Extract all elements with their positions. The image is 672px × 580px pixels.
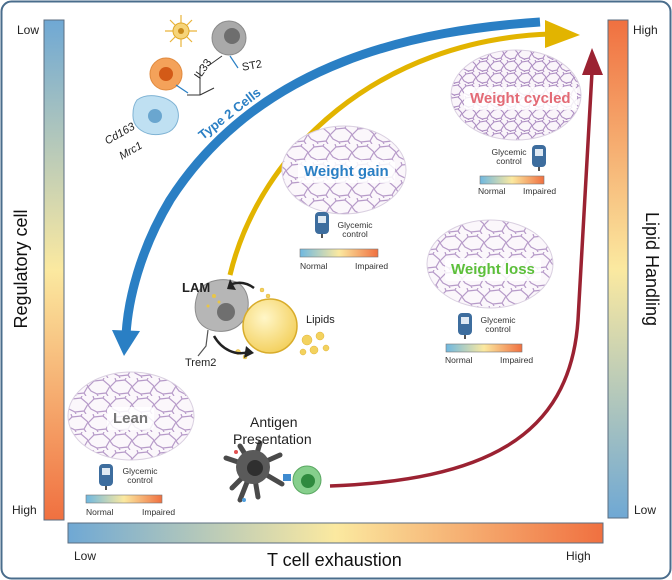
left-axis-title: Regulatory cell: [11, 209, 31, 329]
glycemic-scale-lean: [85, 494, 163, 504]
trem2-label: Trem2: [185, 357, 217, 369]
presentation-label: Presentation: [233, 431, 312, 447]
glycemic-control-label: Glycemic control: [332, 220, 378, 240]
glucometer-icon: [315, 212, 329, 238]
glycemic-impaired-label: Impaired: [523, 186, 557, 196]
lipid-handling-gradient-bar: [607, 19, 629, 519]
type2-arrowhead: [112, 330, 140, 356]
connector-lines: [175, 55, 239, 94]
t-cell-icon: [292, 465, 322, 495]
lam-macrophage-icon: [194, 279, 249, 332]
glucometer-icon: [99, 464, 113, 490]
uptake-arrowhead: [244, 346, 254, 358]
weight-gain-label: Weight gain: [298, 160, 395, 183]
glycemic-control-label: Glycemic control: [117, 466, 163, 486]
st2-cell-icon: [211, 20, 247, 56]
glycemic-line1: Glycemic: [337, 220, 373, 230]
lam-arrowhead: [545, 20, 580, 48]
glycemic-impaired-label: Impaired: [500, 355, 534, 365]
lipids-label: Lipids: [306, 314, 335, 326]
lipid-droplet-icon: [242, 298, 298, 354]
glycemic-normal-label: Normal: [86, 507, 114, 517]
bottom-axis-left-label: Low: [74, 549, 97, 563]
right-axis-top-label: High: [633, 23, 658, 37]
antigen-arrow: [329, 71, 594, 488]
left-axis-bottom-label: High: [12, 503, 37, 517]
glycemic-line2: control: [496, 156, 522, 167]
signaling-arrows: [187, 55, 223, 96]
glycemic-line1: Glycemic: [480, 315, 516, 325]
glycemic-scale-weight-gain: [299, 248, 379, 258]
glycemic-control-label: Glycemic control: [486, 147, 532, 167]
right-axis-title: Lipid Handling: [642, 211, 662, 327]
lean-label: Lean: [107, 407, 155, 430]
macrophage-icon: [132, 95, 179, 136]
antigen-label: Antigen: [250, 414, 298, 430]
weight-loss-label: Weight loss: [445, 258, 541, 281]
bottom-axis-right-label: High: [566, 549, 591, 563]
glycemic-normal-label: Normal: [300, 261, 328, 271]
glycemic-normal-label: Normal: [478, 186, 506, 196]
lam-label: LAM: [182, 280, 211, 295]
glycemic-impaired-label: Impaired: [142, 507, 176, 517]
regulatory-cell-gradient-bar: [43, 19, 65, 521]
glycemic-impaired-label: Impaired: [355, 261, 389, 271]
glucometer-icon: [458, 313, 472, 339]
left-axis-top-label: Low: [17, 23, 40, 37]
glycemic-line1: Glycemic: [491, 147, 527, 157]
uptake-arrowhead: [227, 279, 236, 290]
t-cell-exhaustion-gradient-bar: [67, 522, 604, 544]
glycemic-line2: control: [127, 475, 153, 486]
right-axis-bottom-label: Low: [634, 503, 657, 517]
glycemic-control-label: Glycemic control: [475, 315, 521, 335]
glycemic-scale-weight-cycled: [479, 175, 545, 185]
glycemic-line1: Glycemic: [122, 466, 158, 476]
glycemic-line2: control: [342, 229, 368, 240]
lipid-particles-icon: [235, 287, 330, 360]
dendritic-cell-icon: [223, 440, 285, 503]
glucometer-icon: [532, 145, 546, 171]
type2-arrow: [121, 17, 541, 336]
mhc-complex: [283, 474, 291, 481]
trem2-receptor: [197, 329, 209, 357]
il33-producing-cell-icon: [165, 15, 197, 47]
type2-cell-icon: [149, 57, 183, 91]
glycemic-normal-label: Normal: [445, 355, 473, 365]
antigen-arrowhead: [582, 48, 603, 75]
weight-cycled-label: Weight cycled: [464, 87, 577, 110]
glycemic-scale-weight-loss: [445, 343, 523, 353]
lam-arrow: [227, 31, 551, 276]
glycemic-line2: control: [485, 324, 511, 335]
bottom-axis-title: T cell exhaustion: [267, 550, 402, 570]
